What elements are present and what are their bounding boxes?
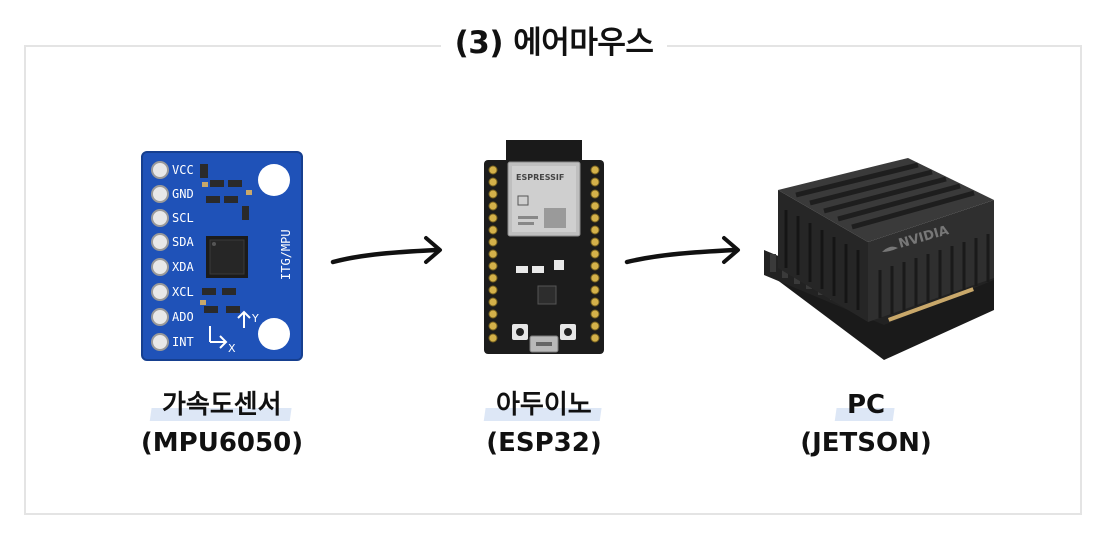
- board-text: ITG/MPU: [279, 229, 293, 280]
- node-label-sensor: 가속도센서 (MPU6050): [110, 386, 334, 462]
- pin-label: ADO: [172, 310, 194, 324]
- pin-label: SCL: [172, 211, 194, 225]
- node-name-highlight: 아두이노: [483, 386, 605, 424]
- node-name: 가속도센서: [162, 390, 282, 420]
- node-name: PC: [846, 390, 886, 420]
- pin-label: GND: [172, 187, 194, 201]
- node-model: (JETSON): [800, 428, 932, 458]
- node-label-arduino: 아두이노 (ESP32): [432, 386, 656, 462]
- pin-pads: [151, 161, 169, 351]
- node-name-highlight: PC: [834, 386, 898, 424]
- node-name: 아두이노: [496, 390, 592, 420]
- esp32-board-image: ESPRESSIF: [484, 140, 604, 354]
- pin-label: XDA: [172, 260, 194, 274]
- flow-arrow-1: [330, 236, 442, 265]
- mpu6050-board-image: VCC GND SCL SDA XDA XCL ADO INT ITG/MPU …: [141, 151, 303, 361]
- node-model: (ESP32): [486, 428, 602, 458]
- node-model: (MPU6050): [140, 428, 304, 458]
- pin-label: INT: [172, 335, 194, 349]
- jetson-device-image: NVIDIA: [764, 158, 994, 360]
- node-name-highlight: 가속도센서: [149, 386, 295, 424]
- pin-label: SDA: [172, 235, 194, 249]
- axis-label-x: X: [228, 342, 236, 355]
- flow-arrow-2: [624, 236, 740, 265]
- module-brand: ESPRESSIF: [516, 173, 564, 182]
- axis-label-y: Y: [251, 312, 259, 325]
- node-label-pc: PC (JETSON): [754, 386, 978, 462]
- diagram-title: (3) 에어마우스: [440, 20, 668, 66]
- title-wrap: (3) 에어마우스: [0, 20, 1108, 66]
- pin-label: VCC: [172, 163, 194, 177]
- pin-label: XCL: [172, 285, 194, 299]
